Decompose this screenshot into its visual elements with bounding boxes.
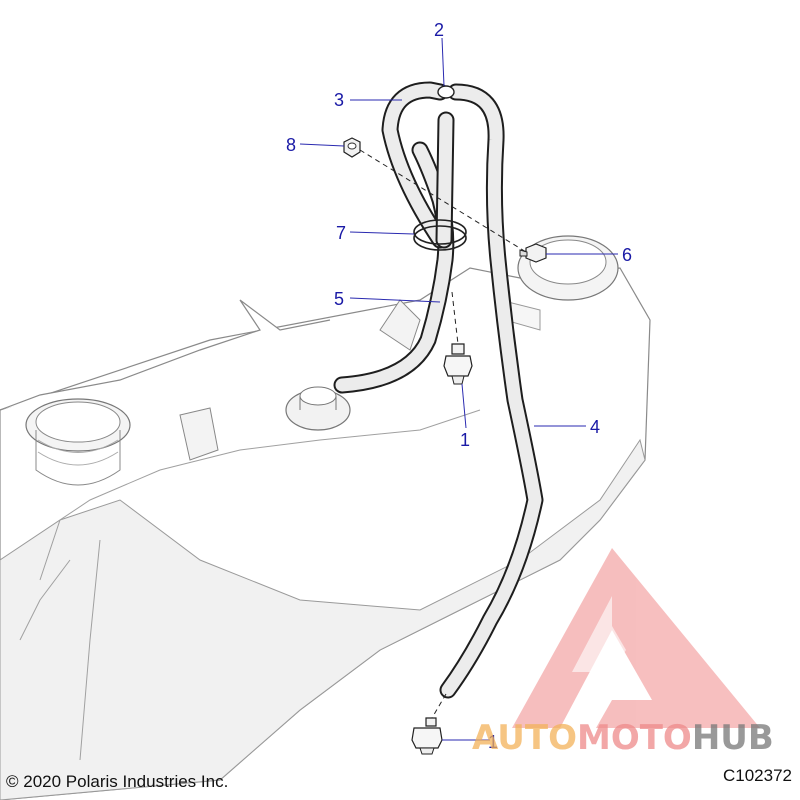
callout-6: 6	[622, 245, 632, 265]
watermark-part-auto: AUTO	[472, 718, 577, 758]
watermark-part-hub: HUB	[691, 718, 774, 758]
callout-8: 8	[286, 135, 296, 155]
vent-valve-lower	[411, 717, 443, 755]
watermark-text: AUTOMOTOHUB	[472, 718, 774, 758]
nut	[343, 137, 361, 158]
watermark-logo	[512, 548, 760, 728]
callout-7: 7	[336, 223, 346, 243]
callout-2: 2	[434, 20, 444, 40]
hose-clamp	[413, 219, 467, 251]
callout-1-upper: 1	[460, 430, 470, 450]
callout-1-lower: 1	[488, 732, 498, 752]
vent-valve-upper	[443, 343, 473, 385]
watermark-part-moto: MOTO	[576, 718, 692, 758]
vent-hoses	[333, 81, 544, 699]
callout-5: 5	[334, 289, 344, 309]
callout-3: 3	[334, 90, 344, 110]
copyright-notice: © 2020 Polaris Industries Inc.	[6, 772, 229, 791]
assembly-lines	[359, 149, 527, 719]
callout-4: 4	[590, 417, 600, 437]
callout-leaders	[299, 37, 618, 741]
figure-code: C102372	[722, 766, 792, 785]
fuel-tank	[0, 235, 651, 800]
